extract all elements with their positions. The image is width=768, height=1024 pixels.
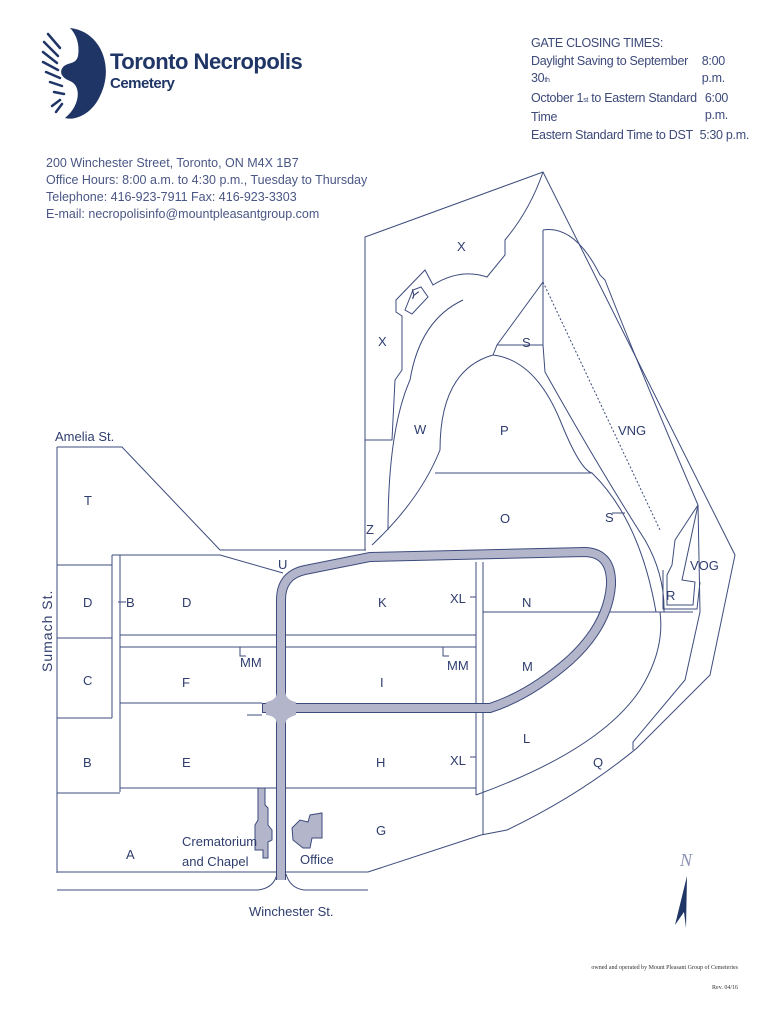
section-label: X — [378, 334, 387, 349]
section-label: R — [666, 588, 675, 603]
section-label: Z — [366, 522, 374, 537]
section-label: B — [126, 595, 135, 610]
gate-row: Eastern Standard Time to DST 5:30 p.m. — [531, 127, 749, 145]
period: Eastern Standard Time to DST — [531, 127, 693, 142]
north-arrow: N — [675, 850, 693, 928]
north-label: N — [679, 850, 693, 870]
dove-logo — [41, 28, 106, 119]
section-label: D — [182, 595, 191, 610]
section-label: B — [83, 755, 92, 770]
street-winchester: Winchester St. — [249, 904, 334, 919]
section-label: MM — [447, 658, 469, 673]
building-labels: Crematorium and Chapel Office — [182, 834, 334, 869]
crematorium-label-2: and Chapel — [182, 854, 249, 869]
section-label: K — [378, 595, 387, 610]
section-labels: X Y X S W P VNG T O S Z U VOG D B D K XL… — [83, 239, 719, 862]
section-label: F — [182, 675, 190, 690]
section-label: L — [523, 731, 530, 746]
office-label: Office — [300, 852, 334, 867]
brand-name: Toronto Necropolis Cemetery — [110, 49, 303, 94]
section-label: E — [182, 755, 191, 770]
section-label: MM — [240, 655, 262, 670]
section-label: A — [126, 847, 135, 862]
section-label: S — [522, 335, 531, 350]
section-label: D — [83, 595, 92, 610]
section-label: C — [83, 673, 92, 688]
section-label: X — [457, 239, 466, 254]
section-label: Y — [408, 286, 422, 303]
address: 200 Winchester Street, Toronto, ON M4X 1… — [46, 156, 299, 170]
gate-closing-times: GATE CLOSING TIMES: Daylight Saving to S… — [531, 35, 749, 144]
phone-fax: Telephone: 416-923-7911 Fax: 416-923-330… — [46, 190, 297, 204]
street-labels: Amelia St. Sumach St. Winchester St. — [39, 429, 334, 919]
office-building — [291, 812, 323, 849]
north-arrow-icon — [675, 876, 687, 928]
section-label: VOG — [690, 558, 719, 573]
road-junction — [266, 690, 296, 725]
time: 8:00 p.m. — [701, 53, 725, 86]
section-label: XL — [450, 591, 466, 606]
section-label: O — [500, 511, 510, 526]
gate-row: October 1st to Eastern Standard Time 6:00… — [531, 90, 749, 127]
time: 6:00 p.m. — [704, 90, 729, 123]
ordinal: st — [583, 96, 589, 104]
street-sumach: Sumach St. — [39, 590, 55, 672]
brand-title: Toronto Necropolis — [110, 49, 303, 74]
email[interactable]: E-mail: necropolisinfo@mountpleasantgrou… — [46, 207, 320, 221]
section-label: N — [522, 595, 531, 610]
section-boundaries — [56, 171, 736, 891]
gate-title: GATE CLOSING TIMES: — [531, 36, 664, 50]
period: Daylight Saving to September 30 — [531, 53, 688, 86]
section-label: M — [522, 659, 533, 674]
buildings — [254, 787, 323, 859]
section-label: VNG — [618, 423, 646, 438]
crematorium-building — [254, 787, 273, 859]
ordinal: th — [544, 77, 550, 84]
office-hours: Office Hours: 8:00 a.m. to 4:30 p.m., Tu… — [46, 173, 368, 187]
period-rest: to Eastern Standard Time — [531, 90, 697, 125]
time: 5:30 p.m. — [699, 127, 750, 142]
footer-owner: owned and operated by Mount Pleasant Gro… — [591, 965, 738, 971]
section-label: W — [414, 422, 427, 437]
section-label: S — [605, 510, 614, 525]
section-label: H — [376, 755, 385, 770]
brand-subtitle: Cemetery — [110, 75, 175, 92]
period: October 1 — [531, 90, 584, 105]
footer-revision: Rev. 04/16 — [712, 985, 738, 991]
section-label: Q — [593, 755, 603, 770]
section-label: T — [84, 493, 92, 508]
street-amelia: Amelia St. — [55, 429, 114, 444]
contact-info: 200 Winchester Street, Toronto, ON M4X 1… — [46, 155, 367, 223]
crematorium-label: Crematorium — [182, 834, 257, 849]
section-label: XL — [450, 753, 466, 768]
gate-row: Daylight Saving to September 30th 8:00 p.… — [531, 53, 749, 90]
section-label: I — [380, 675, 384, 690]
roads — [262, 546, 617, 880]
section-label: G — [376, 823, 386, 838]
section-label: P — [500, 423, 509, 438]
section-label: U — [278, 557, 287, 572]
